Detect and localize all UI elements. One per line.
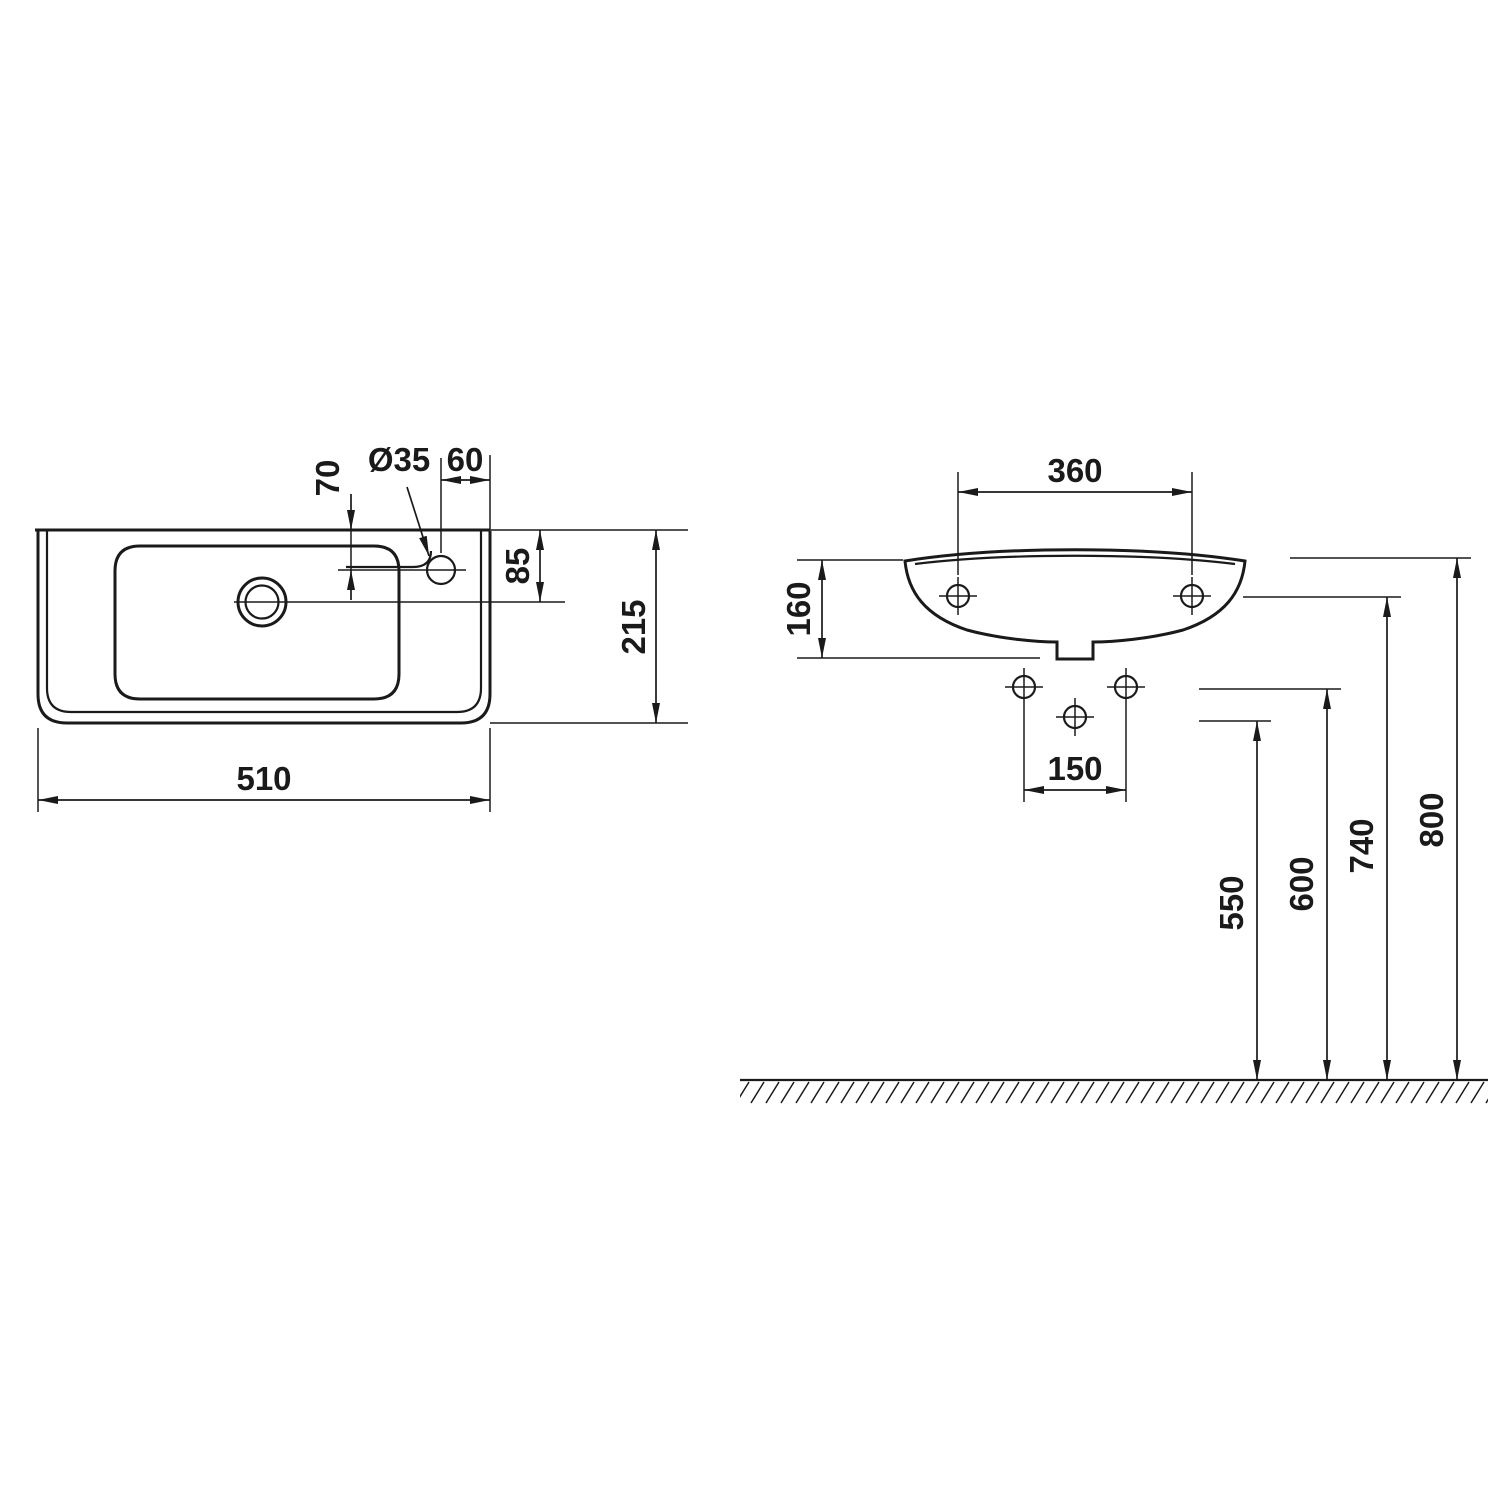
label-height-550: 550 <box>1213 875 1250 930</box>
label-lower-centres: 150 <box>1047 750 1102 787</box>
label-height-740: 740 <box>1343 818 1380 873</box>
label-body-height: 160 <box>780 581 817 636</box>
plan-rim-inner-line <box>45 531 483 714</box>
label-drain-offset: 85 <box>499 548 536 585</box>
front-height-800-dimension: 800 <box>1290 557 1471 1080</box>
front-rim-inner-line <box>914 554 1236 566</box>
label-fixing-centres: 360 <box>1047 452 1102 489</box>
plan-view: 510 215 85 60 Ø35 70 <box>35 441 688 812</box>
lower-hole-center <box>1056 698 1094 736</box>
label-overall-depth: 215 <box>615 599 652 654</box>
front-height-600-dimension: 600 <box>1199 688 1341 1080</box>
front-lower-centres-dimension: 150 <box>1023 706 1127 802</box>
plan-outer-outline <box>36 531 492 725</box>
plan-tap-offset-dimension: 70 <box>309 460 355 600</box>
plan-depth-dimension: 215 <box>615 530 660 723</box>
front-height-dimension: 160 <box>780 559 1040 659</box>
label-tap-offset: 70 <box>309 460 346 497</box>
front-height-740-dimension: 740 <box>1243 596 1401 1080</box>
plan-shelf-line <box>346 550 433 569</box>
lower-hole-left <box>1005 668 1043 706</box>
label-height-600: 600 <box>1283 856 1320 911</box>
label-height-800: 800 <box>1413 792 1450 847</box>
plan-tap-edge-dimension: 60 <box>440 441 491 553</box>
leader-line <box>406 486 430 557</box>
front-basin-outline <box>903 548 1247 661</box>
front-height-550-dimension: 550 <box>1199 720 1271 1080</box>
label-overall-width: 510 <box>236 760 291 797</box>
front-view: 360 160 150 550 600 <box>740 452 1488 1105</box>
lower-hole-right <box>1107 668 1145 706</box>
fixing-hole-left <box>939 577 977 615</box>
floor-hatching <box>740 1081 1488 1105</box>
front-fixing-centres-dimension: 360 <box>957 452 1193 575</box>
plan-bowl-outline <box>113 544 401 701</box>
plan-drain-offset-dimension: 85 <box>499 530 544 602</box>
plan-tap-diameter-callout: Ø35 <box>368 441 430 557</box>
label-tap-hole-diameter: Ø35 <box>368 441 430 478</box>
label-tap-edge-offset: 60 <box>447 441 484 478</box>
fixing-hole-right <box>1173 577 1211 615</box>
plan-width-dimension: 510 <box>37 728 491 812</box>
